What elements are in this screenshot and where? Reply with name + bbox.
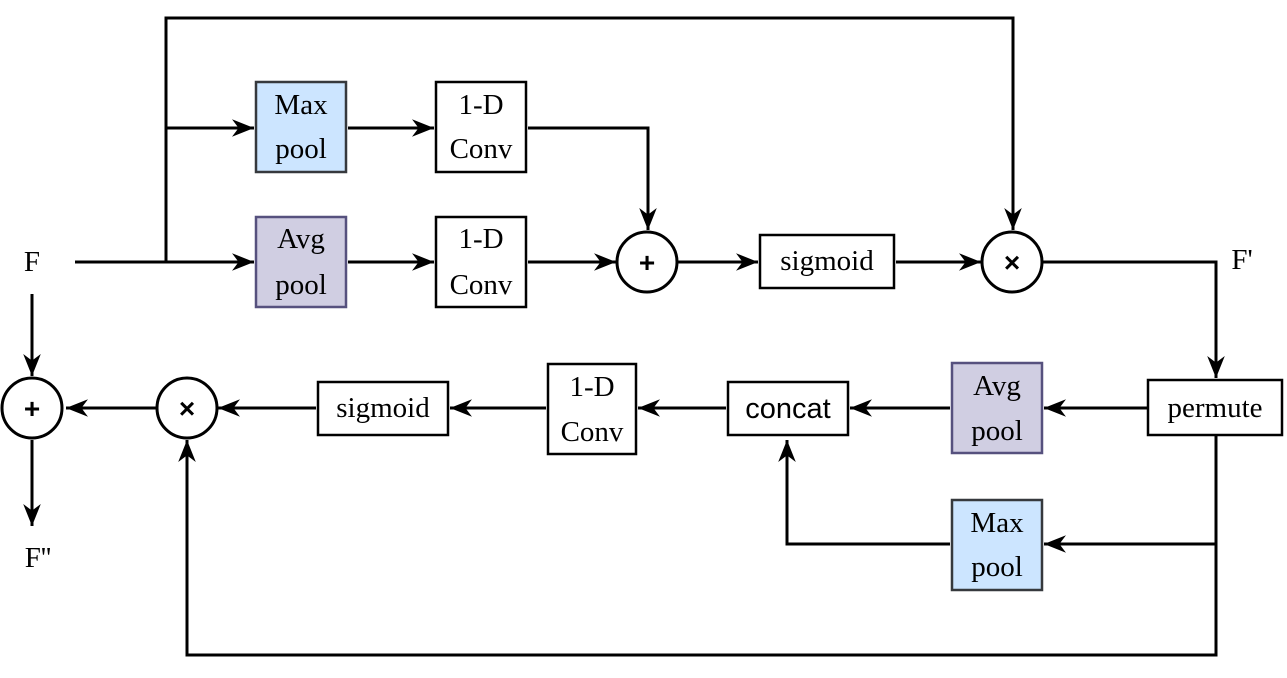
bottom-avg-pool-line-1: Avg	[973, 370, 1021, 402]
arrow-skip-to-top-multiply	[164, 16, 1022, 262]
permute-label: permute	[1167, 392, 1262, 424]
arrow-upper-conv-to-add	[528, 126, 657, 230]
arrow-multiply-to-permute	[1043, 260, 1225, 378]
top-add-operator: +	[615, 230, 679, 294]
bottom-sigmoid-label: sigmoid	[336, 392, 430, 424]
top-add-symbol: +	[639, 247, 655, 278]
connections	[23, 16, 1225, 657]
arrow-skip-to-bottom-multiply	[178, 440, 1218, 657]
bottom-max-pool-line-1: Max	[970, 507, 1024, 539]
top-upper-conv-block: 1-D Conv	[434, 80, 528, 174]
top-upper-conv-line-2: Conv	[450, 133, 513, 165]
top-sigmoid-block: sigmoid	[758, 233, 896, 290]
permute-block: permute	[1146, 378, 1284, 437]
top-upper-conv-line-1: 1-D	[458, 89, 503, 121]
top-max-pool-line-1: Max	[274, 89, 328, 121]
top-max-pool-line-2: pool	[275, 133, 327, 165]
top-multiply-symbol: ×	[1004, 247, 1020, 278]
bottom-conv-line-1: 1-D	[569, 371, 614, 403]
top-lower-conv-line-2: Conv	[450, 269, 513, 301]
final-add-symbol: +	[24, 393, 40, 424]
concat-block: concat	[726, 380, 850, 437]
bottom-conv-line-2: Conv	[561, 416, 624, 448]
top-avg-pool-line-2: pool	[275, 269, 327, 301]
bottom-avg-pool-block: Avg pool	[950, 361, 1044, 455]
bottom-multiply-operator: ×	[155, 376, 219, 440]
bottom-conv-block: 1-D Conv	[546, 362, 638, 456]
arrow-permute-to-max-pool	[1044, 435, 1218, 553]
top-lower-conv-line-1: 1-D	[458, 223, 503, 255]
intermediate-label: F'	[1231, 244, 1252, 276]
arrow-max-pool-to-concat	[778, 440, 950, 546]
bottom-avg-pool-line-2: pool	[971, 415, 1023, 447]
top-avg-pool-block: Avg pool	[254, 215, 348, 309]
top-multiply-operator: ×	[980, 230, 1044, 294]
bottom-max-pool-block: Max pool	[950, 498, 1044, 592]
bottom-sigmoid-block: sigmoid	[316, 380, 450, 437]
top-avg-pool-line-1: Avg	[277, 223, 325, 255]
top-max-pool-block: Max pool	[254, 80, 348, 174]
concat-label: concat	[745, 393, 830, 425]
top-lower-conv-block: 1-D Conv	[434, 215, 528, 309]
top-sigmoid-label: sigmoid	[780, 245, 874, 277]
final-add-operator: +	[0, 376, 64, 440]
input-label: F	[24, 246, 40, 278]
bottom-max-pool-line-2: pool	[971, 551, 1023, 583]
bottom-multiply-symbol: ×	[179, 393, 195, 424]
output-label: F''	[25, 542, 52, 574]
